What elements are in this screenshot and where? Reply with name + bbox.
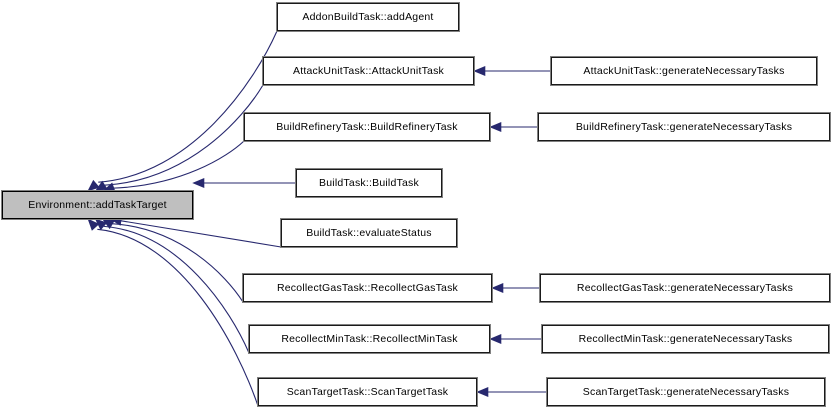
graph-edge-n8-to-center-arrowhead [87,218,100,231]
graph-edge-n4-to-center-arrowhead [192,177,205,189]
graph-node-scantargettask-scantargettask[interactable]: ScanTargetTask::ScanTargetTask [257,377,478,407]
graph-node-scantargettask-generatenecessarytasks[interactable]: ScanTargetTask::generateNecessaryTasks [546,377,826,407]
graph-node-label: AttackUnitTask::generateNecessaryTasks [583,64,785,77]
graph-node-buildrefinerytask-generatenecessarytasks[interactable]: BuildRefineryTask::generateNecessaryTask… [537,112,831,142]
graph-edge-r6-to-n6-arrowhead [491,282,504,294]
graph-node-label: ScanTargetTask::generateNecessaryTasks [582,385,790,398]
graph-node-label: BuildRefineryTask::generateNecessaryTask… [575,120,793,133]
graph-edge-n3-to-center [110,140,245,189]
graph-node-recollectmintask-generatenecessarytasks[interactable]: RecollectMinTask::generateNecessaryTasks [541,324,830,354]
graph-edge-n8-to-center [97,228,259,407]
graph-node-label: Environment::addTaskTarget [28,198,167,211]
graph-node-recollectgastask-generatenecessarytasks[interactable]: RecollectGasTask::generateNecessaryTasks [539,273,831,303]
graph-node-label: BuildTask::evaluateStatus [306,226,432,239]
graph-node-attackunittask-generatenecessarytasks[interactable]: AttackUnitTask::generateNecessaryTasks [550,56,818,86]
graph-node-label: AddonBuildTask::addAgent [302,10,434,23]
graph-node-buildrefinerytask-buildrefinerytask[interactable]: BuildRefineryTask::BuildRefineryTask [243,112,491,142]
graph-node-label: AttackUnitTask::AttackUnitTask [292,64,444,77]
graph-node-label: RecollectGasTask::generateNecessaryTasks [576,281,794,294]
graph-node-label: RecollectGasTask::RecollectGasTask [276,281,459,294]
graph-node-label: RecollectMinTask::RecollectMinTask [281,332,458,345]
graph-edge-n1-to-center-arrowhead [87,179,100,192]
graph-edge-n2-to-center [104,84,264,186]
graph-node-label: BuildTask::BuildTask [319,176,419,189]
graph-node-recollectmintask-recollectmintask[interactable]: RecollectMinTask::RecollectMinTask [248,324,491,354]
graph-node-attackunittask-attackunittask[interactable]: AttackUnitTask::AttackUnitTask [262,56,475,86]
graph-edge-n5-to-center [119,219,282,248]
graph-edge-n6-to-center-arrowhead [101,218,115,230]
graph-edge-r2-to-n2-arrowhead [473,65,486,77]
graph-node-buildtask-evaluatestatus[interactable]: BuildTask::evaluateStatus [280,218,458,248]
graph-node-environment-addtasktarget[interactable]: Environment::addTaskTarget [1,190,194,220]
graph-edge-r7-to-n7-arrowhead [489,333,502,345]
graph-edge-n7-to-center [103,225,250,354]
graph-edge-n2-to-center-arrowhead [94,180,108,192]
graph-node-label: BuildRefineryTask::BuildRefineryTask [276,120,458,133]
graph-edge-n7-to-center-arrowhead [94,218,108,231]
graph-edge-r8-to-n8-arrowhead [476,386,489,398]
graph-node-buildtask-buildtask[interactable]: BuildTask::BuildTask [295,168,443,198]
graph-node-label: RecollectMinTask::generateNecessaryTasks [578,332,793,345]
graph-node-addonbuildtask-addagent[interactable]: AddonBuildTask::addAgent [276,2,460,32]
graph-edge-n1-to-center [98,30,278,183]
graph-edge-r3-to-n3-arrowhead [489,121,502,133]
graph-node-recollectgastask-recollectgastask[interactable]: RecollectGasTask::RecollectGasTask [242,273,493,303]
graph-edge-n6-to-center [110,223,244,303]
graph-node-label: ScanTargetTask::ScanTargetTask [286,385,449,398]
